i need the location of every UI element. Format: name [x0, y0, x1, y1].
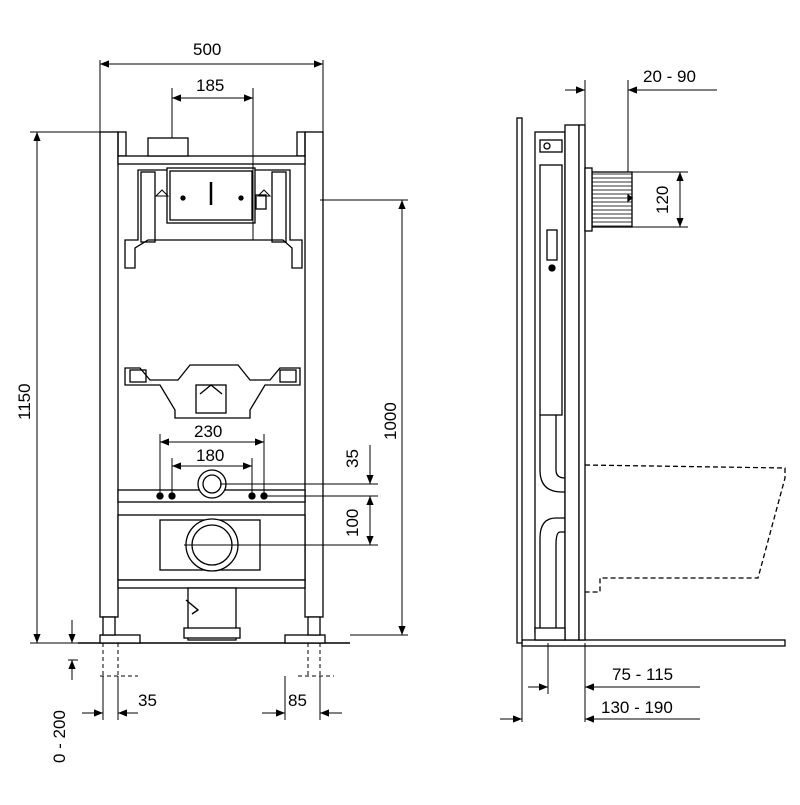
- left-foot: [99, 634, 141, 644]
- side-waste-pipe: [539, 415, 566, 493]
- right-upright: [304, 131, 324, 618]
- dim-35-foot: 35: [138, 691, 157, 710]
- dim-500: 500: [193, 40, 221, 59]
- dim-185: 185: [196, 76, 224, 95]
- dim-120: 120: [653, 186, 672, 214]
- right-leg: [307, 616, 321, 636]
- dim-85: 85: [288, 691, 307, 710]
- dim-35-stud: 35: [343, 449, 362, 468]
- side-supply-pipe: [591, 171, 633, 228]
- top-connector: [147, 137, 189, 157]
- dim-180: 180: [196, 446, 224, 465]
- dim-1000: 1000: [381, 402, 400, 440]
- side-view: [516, 117, 786, 647]
- toilet-outline: [584, 464, 786, 593]
- side-dimensions: [500, 80, 717, 723]
- right-foot: [284, 634, 326, 644]
- dim-20-90: 20 - 90: [643, 67, 696, 86]
- side-wall: [516, 117, 523, 644]
- dim-75-115: 75 - 115: [612, 665, 673, 684]
- left-leg: [102, 616, 116, 636]
- dim-1150: 1150: [15, 383, 34, 420]
- top-rail: [117, 155, 306, 165]
- dim-230: 230: [194, 422, 222, 441]
- front-dimensions: [30, 60, 408, 720]
- dim-0-200: 0 - 200: [50, 710, 69, 763]
- dim-130-190: 130 - 190: [601, 698, 673, 717]
- front-view: [78, 131, 350, 644]
- left-upright: [99, 131, 119, 618]
- dim-100: 100: [343, 509, 362, 537]
